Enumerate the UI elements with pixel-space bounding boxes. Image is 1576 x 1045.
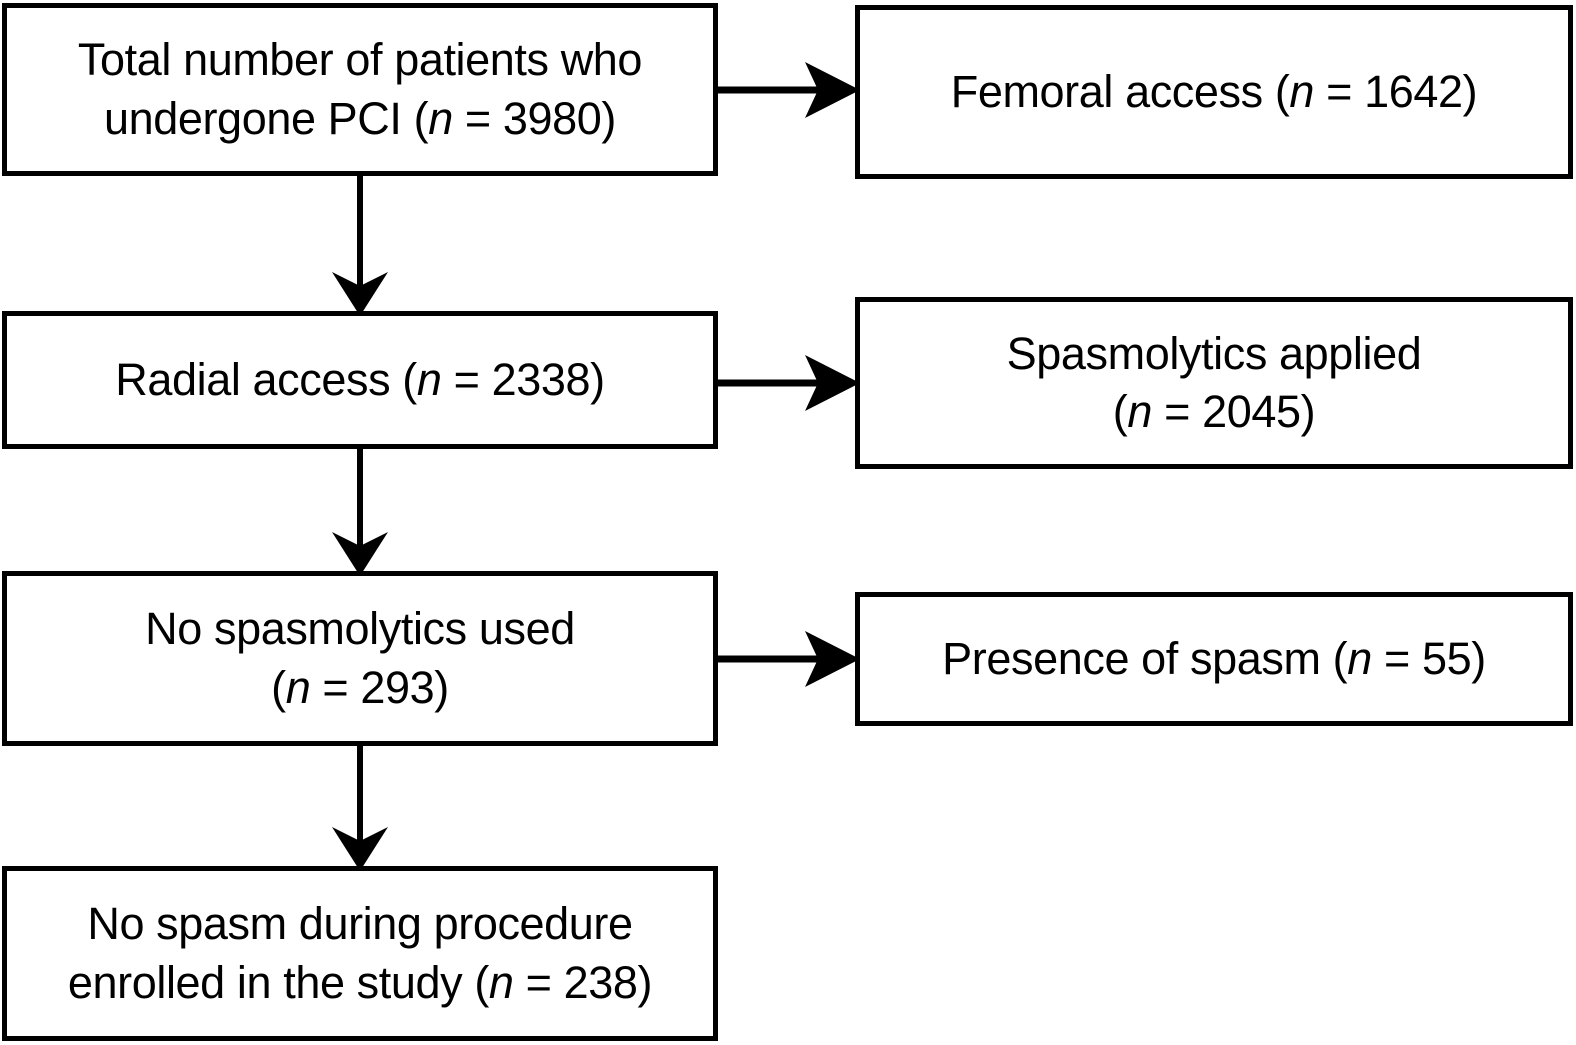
node-no-spasmolytics-used-text: No spasmolytics used (n = 293) [21, 600, 699, 717]
node-radial-access-line1-pre: Radial access ( [115, 353, 417, 405]
arrow-radial-to-spasmolytics [718, 355, 860, 411]
node-enrolled-in-study-line2-pre: enrolled in the study ( [67, 956, 489, 1008]
node-no-spasmolytics-used-n-symbol: n [285, 661, 311, 713]
node-total-patients-text: Total number of patients who undergone P… [21, 31, 699, 148]
node-spasmolytics-applied-line2-post: = 2045) [1152, 386, 1316, 437]
arrow-nospasmolytics-to-enrolled [332, 746, 388, 871]
node-radial-access-line1-post: = 2338) [441, 353, 605, 405]
node-femoral-access-line1-pre: Femoral access ( [950, 65, 1290, 117]
node-radial-access-line1: Radial access (n = 2338) [21, 351, 699, 410]
node-total-patients-line1: Total number of patients who [77, 34, 643, 85]
node-presence-of-spasm-line1-post: = 55) [1371, 632, 1486, 684]
node-total-patients-n-symbol: n [428, 92, 453, 144]
node-total-patients[interactable]: Total number of patients who undergone P… [2, 3, 718, 176]
node-enrolled-in-study-line2-post: = 238) [513, 956, 653, 1008]
node-total-patients-line2-post: = 3980) [452, 92, 617, 144]
node-spasmolytics-applied-n-symbol: n [1127, 386, 1153, 437]
node-femoral-access-line1-post: = 1642) [1314, 65, 1478, 117]
arrow-total-to-radial [332, 176, 388, 316]
arrow-radial-to-nospasmolytics [332, 449, 388, 576]
node-total-patients-line2: undergone PCI (n = 3980) [21, 90, 699, 149]
node-femoral-access-text: Femoral access (n = 1642) [874, 63, 1554, 122]
node-presence-of-spasm-line1: Presence of spasm (n = 55) [874, 630, 1554, 689]
node-enrolled-in-study-line1: No spasm during procedure [87, 898, 633, 949]
node-enrolled-in-study-text: No spasm during procedure enrolled in th… [21, 895, 699, 1012]
node-presence-of-spasm-n-symbol: n [1347, 632, 1372, 684]
node-no-spasmolytics-used-line1: No spasmolytics used [145, 603, 575, 654]
node-spasmolytics-applied-text: Spasmolytics applied (n = 2045) [874, 325, 1554, 442]
node-no-spasmolytics-used-line2-post: = 293) [310, 661, 449, 713]
node-presence-of-spasm[interactable]: Presence of spasm (n = 55) [855, 592, 1573, 726]
node-no-spasmolytics-used-line2: (n = 293) [21, 659, 699, 718]
node-spasmolytics-applied-line2-pre: ( [1112, 386, 1128, 437]
node-femoral-access-n-symbol: n [1289, 65, 1315, 117]
node-presence-of-spasm-text: Presence of spasm (n = 55) [874, 630, 1554, 689]
node-spasmolytics-applied-line1: Spasmolytics applied [1006, 327, 1422, 379]
arrow-nospasmolytics-to-presence [718, 631, 860, 687]
node-radial-access[interactable]: Radial access (n = 2338) [2, 311, 718, 449]
node-radial-access-text: Radial access (n = 2338) [21, 351, 699, 410]
node-enrolled-in-study-n-symbol: n [488, 956, 514, 1008]
node-spasmolytics-applied-line2: (n = 2045) [874, 383, 1554, 442]
node-spasmolytics-applied[interactable]: Spasmolytics applied (n = 2045) [855, 297, 1573, 469]
node-enrolled-in-study[interactable]: No spasm during procedure enrolled in th… [2, 866, 718, 1041]
node-radial-access-n-symbol: n [416, 353, 442, 405]
node-no-spasmolytics-used-line2-pre: ( [271, 661, 286, 713]
node-no-spasmolytics-used[interactable]: No spasmolytics used (n = 293) [2, 571, 718, 746]
node-femoral-access-line1: Femoral access (n = 1642) [874, 63, 1554, 122]
node-enrolled-in-study-line2: enrolled in the study (n = 238) [21, 954, 699, 1013]
node-presence-of-spasm-line1-pre: Presence of spasm ( [942, 632, 1348, 684]
node-total-patients-line2-pre: undergone PCI ( [103, 92, 429, 144]
arrow-total-to-femoral [718, 62, 860, 118]
node-femoral-access[interactable]: Femoral access (n = 1642) [855, 5, 1573, 179]
